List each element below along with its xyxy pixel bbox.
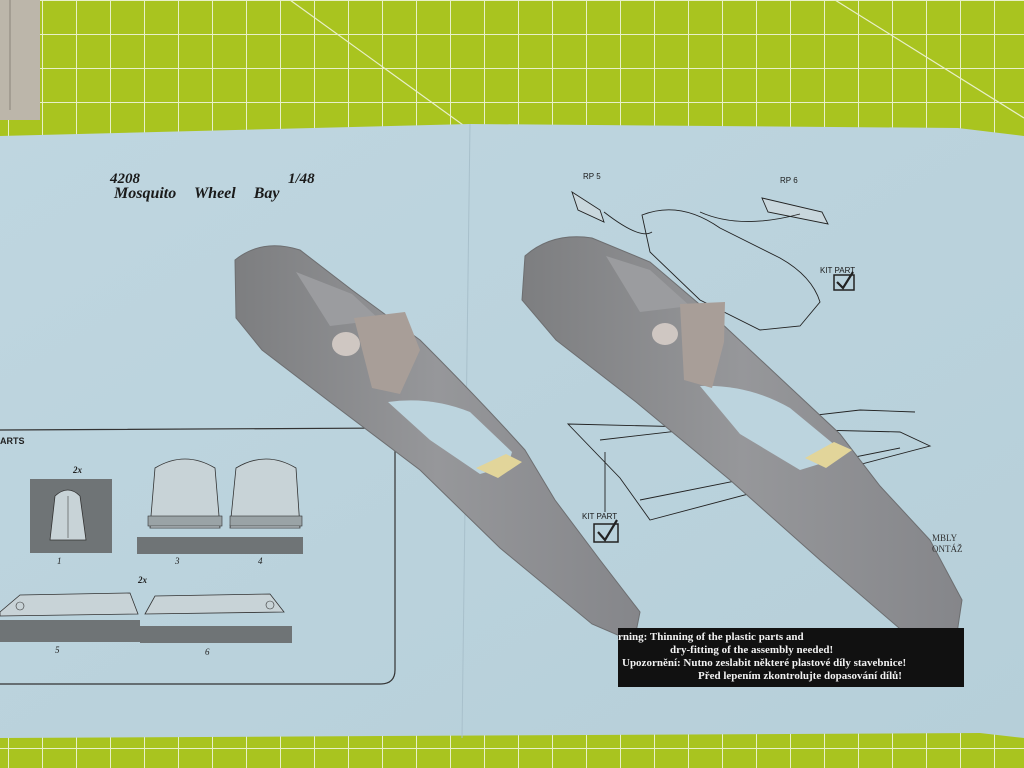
resin-fuselage-part-left — [234, 245, 641, 643]
parts-header: ARTS — [0, 436, 25, 446]
part-number: 6 — [205, 647, 210, 657]
warning-box: rning: Thinning of the plastic parts and… — [618, 628, 964, 687]
warning-line: Upozornění: Nutno zeslabit některé plast… — [622, 657, 907, 669]
scale-label: 1/48 — [288, 171, 315, 187]
resin-fuselage-part-right — [521, 236, 963, 641]
part-number: 4 — [258, 556, 263, 566]
part-number: 3 — [175, 556, 180, 566]
warning-line: Před lepením zkontrolujte dopasování díl… — [698, 670, 902, 682]
assembly-label-en: MBLY — [932, 533, 958, 543]
multiplier-label: 2x — [138, 575, 147, 585]
rp6-label: RP 6 — [780, 176, 798, 185]
kit-part-label-lower: KIT PART — [582, 512, 618, 521]
product-code: 4208 — [110, 171, 140, 187]
warning-line: dry-fitting of the assembly needed! — [670, 644, 834, 656]
assembly-label-cz: ONTÁŽ — [932, 544, 963, 554]
kit-part-label-upper: KIT PART — [820, 266, 856, 275]
part-number: 5 — [55, 645, 60, 655]
multiplier-label: 2x — [73, 465, 82, 475]
mat-edge — [0, 0, 40, 120]
warning-line: rning: Thinning of the plastic parts and — [618, 631, 804, 643]
parts-diagram-box — [0, 427, 396, 685]
sheet-title: Mosquito Wheel Bay — [114, 185, 280, 202]
rp5-label: RP 5 — [583, 172, 601, 181]
part-number: 1 — [57, 556, 62, 566]
